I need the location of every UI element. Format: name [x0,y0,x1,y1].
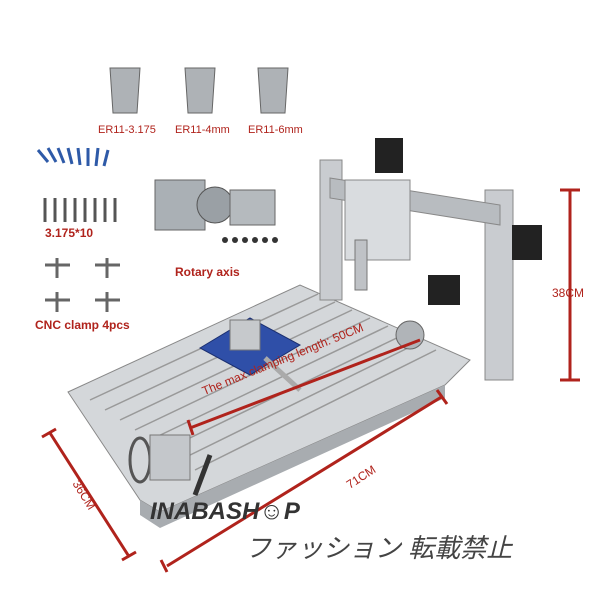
cnc-gantry [319,138,542,381]
clamp-label: CNC clamp 4pcs [35,318,130,332]
engraving-bits-icon [43,198,117,222]
bits-label: 3.175*10 [45,226,94,240]
collet-label: ER11-3.175 [98,124,156,136]
mounted-rotary-axis-icon [128,434,213,496]
collet-icon [109,67,289,114]
clamp-icon [45,258,120,312]
shop-watermark: INABASH☺P [150,498,300,525]
height-dimension: 38CM [552,286,585,300]
dimension-lines [41,188,580,573]
copyright-notice: ファッション 転載禁止 [245,533,513,563]
rotary-axis-icon [154,179,278,243]
end-mill-bits-icon [36,147,110,167]
rotary-axis-label: Rotary axis [175,265,240,279]
collet-label: ER11-4mm [175,124,230,136]
vise-icon [198,317,302,392]
collet-label: ER11-6mm [248,124,303,136]
